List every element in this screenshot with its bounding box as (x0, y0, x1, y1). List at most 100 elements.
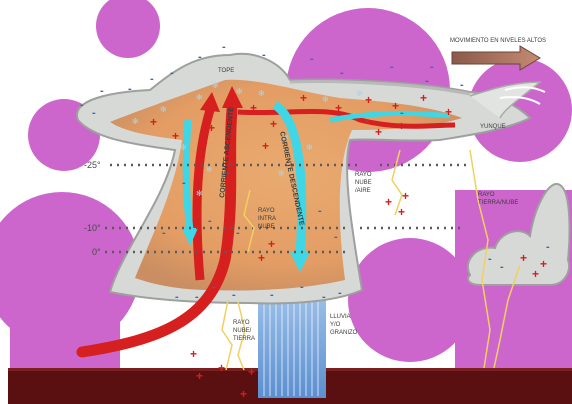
svg-text:✻: ✻ (196, 189, 203, 198)
svg-text:+: + (398, 205, 405, 219)
svg-text:-: - (500, 261, 504, 273)
label-upper-winds: MOVIMIENTO EN NIVELES ALTOS (450, 38, 546, 44)
label-cloud-air-1: RAYO (355, 172, 372, 178)
label-temp-minus10: -10° (84, 223, 101, 233)
svg-text:+: + (420, 91, 427, 105)
svg-text:-: - (92, 107, 96, 119)
svg-text:-: - (262, 49, 266, 61)
svg-text:+: + (520, 251, 527, 265)
svg-text:+: + (540, 257, 547, 271)
svg-text:+: + (262, 139, 269, 153)
svg-text:-: - (390, 61, 394, 73)
label-cloud-ground-2: NUBE/ (233, 328, 252, 334)
svg-text:-: - (334, 231, 338, 243)
svg-text:+: + (258, 251, 265, 265)
svg-text:-: - (212, 281, 216, 293)
svg-text:✻: ✻ (356, 89, 363, 98)
svg-text:-: - (80, 99, 84, 111)
svg-text:-: - (425, 75, 429, 87)
svg-text:-: - (365, 115, 369, 127)
label-precip-1: LLUVIA (330, 314, 351, 320)
svg-text:+: + (445, 105, 452, 119)
svg-text:+: + (218, 361, 225, 375)
svg-text:✻: ✻ (278, 169, 285, 178)
label-precip-3: GRANIZO (330, 330, 358, 336)
svg-text:-: - (300, 281, 304, 293)
label-intra-3: NUBE (258, 224, 275, 230)
svg-text:-: - (128, 83, 132, 95)
svg-text:+: + (300, 91, 307, 105)
svg-text:-: - (460, 79, 464, 91)
svg-text:-: - (322, 291, 326, 303)
svg-text:+: + (365, 93, 372, 107)
label-ground-cloud-1: RAYO (478, 192, 495, 198)
svg-text:+: + (398, 119, 405, 133)
svg-text:+: + (250, 101, 257, 115)
svg-text:+: + (375, 125, 382, 139)
svg-text:+: + (248, 365, 255, 379)
svg-text:✻: ✻ (258, 89, 265, 98)
label-temp-minus25: -25° (84, 160, 101, 170)
svg-text:-: - (208, 215, 212, 227)
svg-text:+: + (196, 369, 203, 383)
label-cloud-air-2: NUBE (355, 180, 372, 186)
svg-text:-: - (150, 73, 154, 85)
svg-text:+: + (190, 347, 197, 361)
svg-text:✻: ✻ (160, 105, 167, 114)
svg-text:-: - (170, 67, 174, 79)
svg-text:-: - (546, 241, 550, 253)
svg-text:+: + (240, 387, 247, 401)
svg-text:+: + (172, 129, 179, 143)
svg-text:-: - (488, 253, 492, 265)
label-temp-0: 0° (92, 247, 101, 257)
rain-shaft (258, 296, 326, 398)
svg-text:+: + (385, 195, 392, 209)
svg-text:-: - (430, 61, 434, 73)
svg-text:+: + (532, 267, 539, 281)
svg-text:+: + (402, 189, 409, 203)
svg-text:✻: ✻ (236, 87, 243, 96)
svg-text:+: + (270, 117, 277, 131)
svg-text:✻: ✻ (306, 143, 313, 152)
svg-text:✻: ✻ (180, 143, 187, 152)
svg-text:-: - (318, 205, 322, 217)
svg-text:-: - (222, 41, 226, 53)
bg-rect (10, 300, 120, 370)
svg-text:-: - (310, 53, 314, 65)
label-top: TOPE (218, 68, 234, 74)
svg-text:-: - (232, 289, 236, 301)
svg-text:-: - (400, 107, 404, 119)
label-intra-2: INTRA (258, 216, 276, 222)
svg-text:-: - (340, 67, 344, 79)
svg-text:✻: ✻ (132, 117, 139, 126)
svg-text:-: - (236, 227, 240, 239)
label-cloud-air-3: /AIRE (355, 188, 371, 194)
svg-text:-: - (338, 287, 342, 299)
svg-text:-: - (182, 177, 186, 189)
svg-text:+: + (150, 115, 157, 129)
svg-text:✻: ✻ (196, 93, 203, 102)
label-precip-2: Y/O (330, 322, 341, 328)
svg-text:-: - (195, 291, 199, 303)
svg-text:+: + (208, 121, 215, 135)
label-anvil: YUNQUE (480, 124, 506, 130)
label-ground-cloud-2: TIERRA/NUBE (478, 200, 518, 206)
svg-text:✻: ✻ (322, 95, 329, 104)
svg-text:-: - (198, 51, 202, 63)
bg-circle (96, 0, 160, 58)
svg-text:-: - (100, 85, 104, 97)
svg-text:+: + (268, 237, 275, 251)
bolt-cloud-ground (222, 300, 232, 370)
svg-text:+: + (335, 101, 342, 115)
svg-text:✻: ✻ (212, 81, 219, 90)
rain-column (258, 296, 326, 398)
label-cloud-ground-1: RAYO (233, 320, 250, 326)
svg-text:-: - (162, 227, 166, 239)
svg-text:-: - (175, 291, 179, 303)
svg-text:✻: ✻ (206, 165, 213, 174)
bg-circle (348, 238, 472, 362)
label-intra-1: RAYO (258, 208, 275, 214)
svg-text:+: + (392, 99, 399, 113)
